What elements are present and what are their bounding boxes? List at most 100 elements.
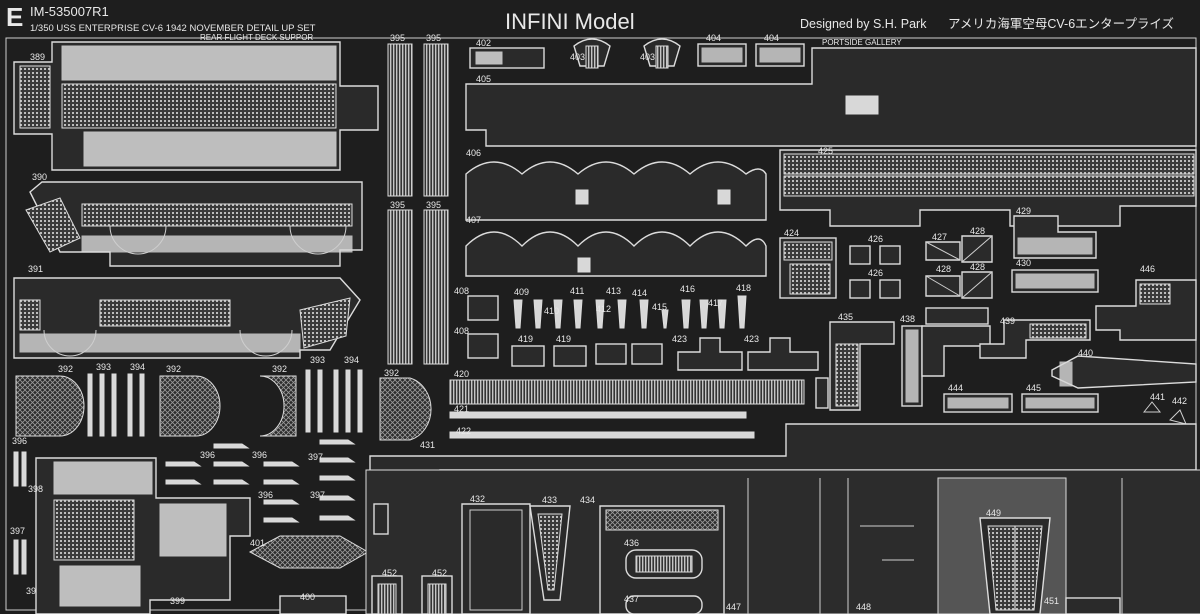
part-number-431: 431	[420, 440, 435, 450]
part-number-439: 439	[1000, 316, 1015, 326]
part-number-390: 390	[32, 172, 47, 182]
part-389: 389	[13, 41, 379, 171]
part-number-396-c: 396	[252, 450, 267, 460]
part-number-445: 445	[1026, 383, 1041, 393]
part-number-429: 429	[1016, 206, 1031, 216]
part-392-row: 392 393 394 392 392 393 394 392	[15, 355, 432, 441]
part-number-421: 421	[454, 404, 469, 414]
part-number-398: 398	[28, 484, 43, 494]
part-number-426-a: 426	[868, 234, 883, 244]
part-number-423-a: 423	[672, 334, 687, 344]
parts-lower-section: 432 433 434 436 437 452 452 447 448 449 …	[365, 469, 1200, 614]
part-number-395-c: 395	[390, 200, 405, 210]
part-number-452-a: 452	[382, 568, 397, 578]
part-number-415: 415	[652, 302, 667, 312]
part-395-ladders: 395 395 395 395	[387, 33, 449, 365]
part-number-448: 448	[856, 602, 871, 612]
part-number-435: 435	[838, 312, 853, 322]
part-number-440: 440	[1078, 348, 1093, 358]
part-446: 446	[1095, 264, 1197, 341]
part-number-418: 418	[736, 283, 751, 293]
part-number-392-c: 392	[272, 364, 287, 374]
parts-408-419: 408 408 409 410 411 412 413 414 415 416 …	[454, 283, 751, 367]
part-number-391: 391	[28, 264, 43, 274]
part-number-442: 442	[1172, 396, 1187, 406]
part-number-410: 410	[544, 306, 559, 316]
part-number-404-a: 404	[706, 33, 721, 43]
parts-424-430: 424 426 426 427 428 428 428 429 430	[779, 206, 1099, 299]
japanese-title: アメリカ海軍空母CV-6エンタープライズ	[948, 16, 1174, 31]
part-number-425: 425	[818, 146, 833, 156]
part-number-393-a: 393	[96, 362, 111, 372]
part-number-411: 411	[570, 286, 584, 296]
part-number-423-b: 423	[744, 334, 759, 344]
part-number-392-a: 392	[58, 364, 73, 374]
part-number-404-b: 404	[764, 33, 779, 43]
designer-credit: Designed by S.H. Park	[800, 17, 927, 31]
part-number-422: 422	[456, 426, 471, 436]
product-code: IM-535007R1	[30, 4, 109, 19]
fret-letter: E	[6, 2, 23, 32]
section-label-rear-flight-deck: REAR FLIGHT DECK SUPPOR	[200, 33, 313, 42]
part-number-396-d: 396	[258, 490, 273, 500]
part-number-396-b: 396	[200, 450, 215, 460]
part-number-389: 389	[30, 52, 45, 62]
part-405: 405	[465, 47, 1197, 147]
parts-435-440: 435 438 439 440	[815, 307, 1197, 411]
parts-441-445: 444 445 441 442 443	[943, 383, 1191, 449]
part-406: 406	[465, 148, 767, 221]
part-number-394-a: 394	[130, 362, 145, 372]
part-number-452-b: 452	[432, 568, 447, 578]
part-number-397-b: 397	[310, 490, 325, 500]
part-number-417: 417	[708, 298, 723, 308]
part-number-394-b: 394	[344, 355, 359, 365]
part-number-408-b: 408	[454, 326, 469, 336]
part-number-447: 447	[726, 602, 741, 612]
part-396-397-brackets: 396 396 396 396 397 397 397 397	[10, 436, 356, 596]
part-number-430: 430	[1016, 258, 1031, 268]
product-title: 1/350 USS ENTERPRISE CV-6 1942 NOVEMBER …	[30, 23, 316, 34]
part-number-395-d: 395	[426, 200, 441, 210]
part-number-444: 444	[948, 383, 963, 393]
parts-402-404: 402 403 403 404 404	[469, 33, 805, 69]
part-number-399: 399	[170, 596, 185, 606]
part-number-428-c: 428	[970, 262, 985, 272]
part-number-427: 427	[932, 232, 947, 242]
part-number-434: 434	[580, 495, 595, 505]
part-number-412: 412	[596, 304, 611, 314]
part-number-424: 424	[784, 228, 799, 238]
brand-logo: INFINI Model	[505, 9, 635, 34]
part-number-426-b: 426	[868, 268, 883, 278]
part-number-396-a: 396	[12, 436, 27, 446]
part-number-407: 407	[466, 215, 481, 225]
parts-420-422: 420 421 422	[449, 369, 805, 439]
part-number-428-b: 428	[936, 264, 951, 274]
part-number-446: 446	[1140, 264, 1155, 274]
part-number-419-b: 419	[556, 334, 571, 344]
part-number-401: 401	[250, 538, 265, 548]
section-label-portside-gallery: PORTSIDE GALLERY	[822, 38, 902, 47]
part-398: 398 399	[28, 457, 251, 614]
part-number-392-d: 392	[384, 368, 399, 378]
fret-header: E IM-535007R1 1/350 USS ENTERPRISE CV-6 …	[6, 2, 1174, 34]
part-number-395-b: 395	[426, 33, 441, 43]
part-423: 423 423	[672, 334, 819, 371]
part-number-408-a: 408	[454, 286, 469, 296]
part-number-441: 441	[1150, 392, 1165, 402]
part-number-413: 413	[606, 286, 621, 296]
part-number-403-b: 403	[640, 52, 655, 62]
part-number-438: 438	[900, 314, 915, 324]
part-number-451: 451	[1044, 596, 1059, 606]
part-number-437: 437	[624, 594, 639, 604]
part-number-405: 405	[476, 74, 491, 84]
part-number-397-d: 397	[26, 586, 41, 596]
part-number-393-b: 393	[310, 355, 325, 365]
part-number-436: 436	[624, 538, 639, 548]
part-number-392-b: 392	[166, 364, 181, 374]
part-number-414: 414	[632, 288, 647, 298]
part-number-397-a: 397	[308, 452, 323, 462]
part-390: 390	[25, 172, 363, 267]
part-number-409: 409	[514, 287, 529, 297]
part-number-432: 432	[470, 494, 485, 504]
part-391: 391	[13, 264, 361, 359]
